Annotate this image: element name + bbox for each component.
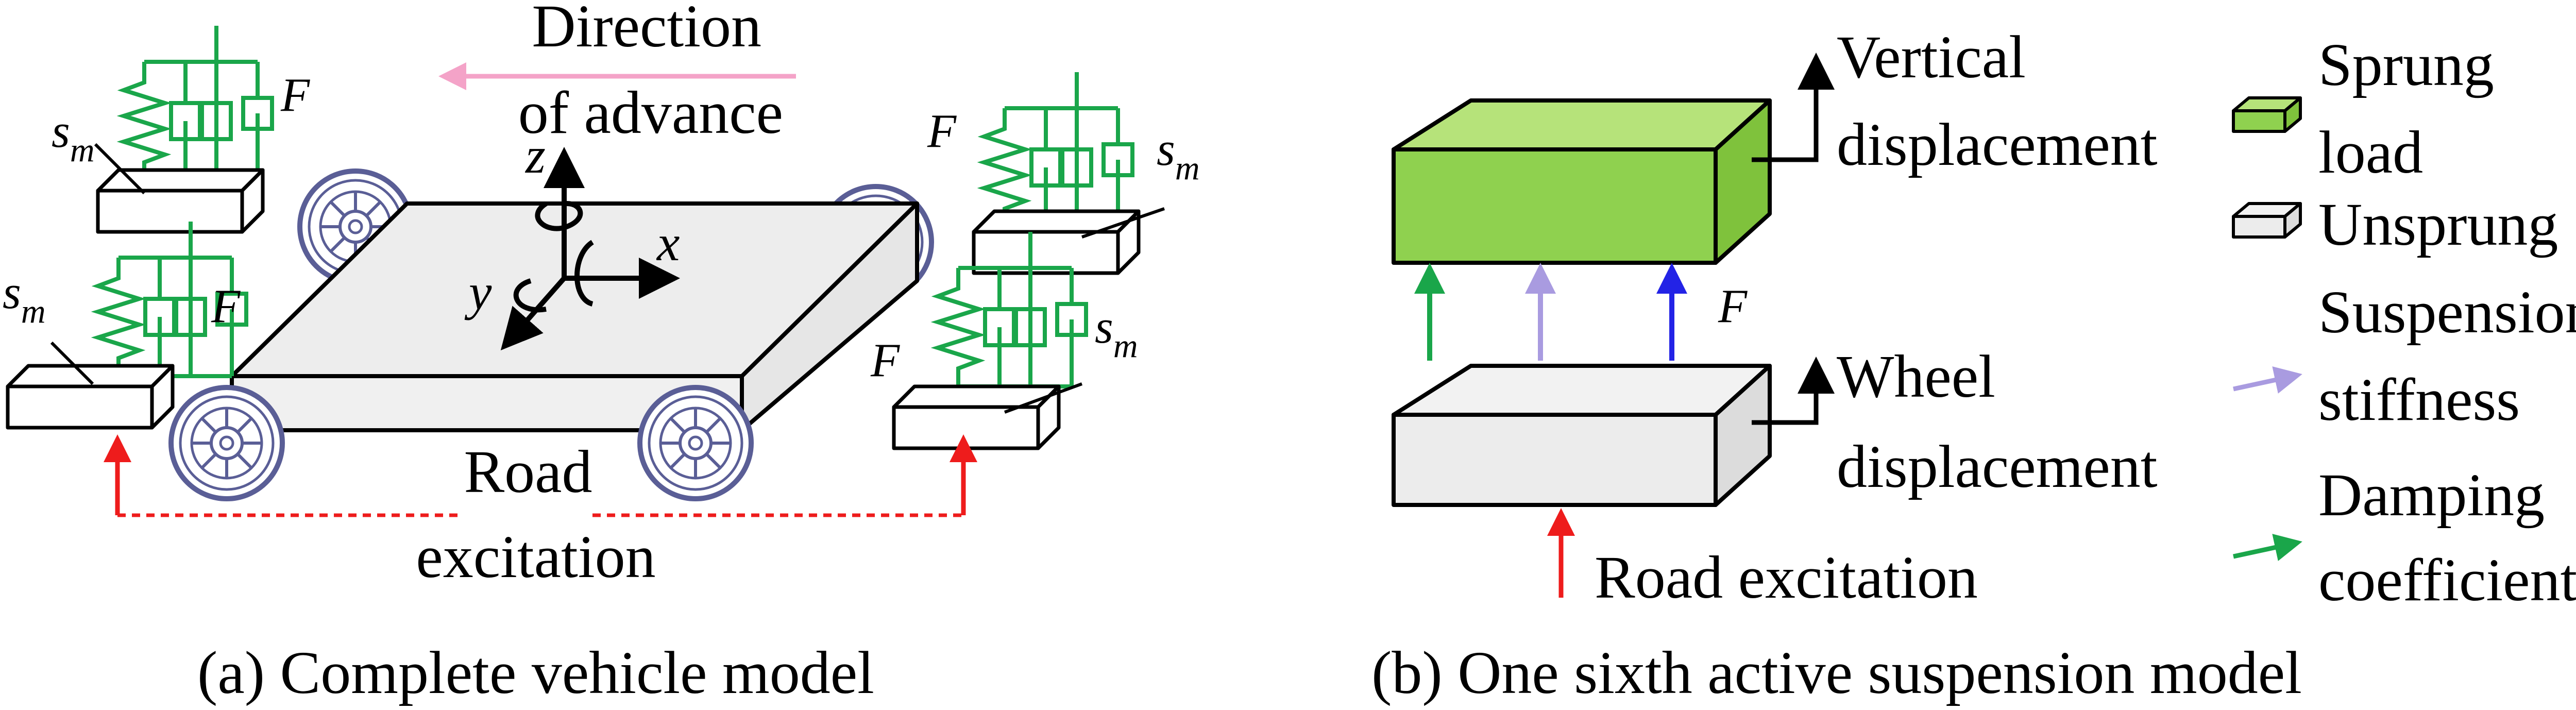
sprung-mass-box — [1392, 98, 1772, 265]
unsprung-mass-box — [98, 170, 263, 232]
road-excitation-label: Road excitation — [1595, 544, 1978, 611]
axis-y-label: y — [464, 263, 492, 320]
road-excitation — [104, 434, 977, 517]
sm-label: sm — [3, 266, 94, 385]
direction-label-line1: Direction — [532, 0, 761, 60]
wheel-label-line2: displacement — [1837, 433, 2158, 500]
road-label-line1: Road — [464, 438, 592, 505]
sm-label: sm — [52, 105, 146, 195]
wheel-label-line1: Wheel — [1837, 343, 1995, 410]
panel-b-one-sixth-model: F Vertical displacement Wheel displaceme… — [1371, 23, 2576, 706]
panel-a-complete-vehicle-model: z x y Direction of advance sm F sm F F s — [3, 0, 1199, 706]
legend-unsprung: Unsprung — [2318, 191, 2558, 258]
force-label: F — [870, 334, 900, 386]
svg-text:sm: sm — [1095, 300, 1138, 365]
road-label-line2: excitation — [416, 523, 655, 590]
legend-unsprung-swatch — [2232, 202, 2302, 239]
suspension-spring-damper-icon — [124, 26, 272, 180]
vertical-displacement-arrow — [1752, 53, 1835, 162]
legend-stiffness-line1: Suspension — [2318, 278, 2576, 346]
wheel-icon — [171, 387, 282, 499]
axis-z-label: z — [524, 127, 546, 184]
caption-a: (a) Complete vehicle model — [197, 639, 874, 706]
force-label: F — [927, 105, 957, 157]
wheel-displacement-arrow — [1752, 357, 1835, 425]
svg-text:sm: sm — [1157, 123, 1199, 187]
wheel-icon — [640, 387, 751, 499]
vertical-label-line2: displacement — [1837, 111, 2158, 178]
legend-damping-line1: Damping — [2318, 461, 2545, 529]
sm-label: sm — [1004, 300, 1138, 414]
axis-x-label: x — [656, 214, 680, 272]
unsprung-mass-box-b — [1392, 364, 1772, 507]
caption-b: (b) One sixth active suspension model — [1371, 639, 2302, 706]
vertical-label-line1: Vertical — [1837, 23, 2026, 91]
force-label: F — [211, 280, 241, 332]
force-label: F — [280, 69, 310, 121]
unsprung-mass-box — [974, 211, 1139, 273]
svg-text:sm: sm — [3, 266, 45, 330]
legend-stiffness-line2: stiffness — [2318, 366, 2520, 433]
suspension-spring-damper-icon — [984, 72, 1132, 227]
unsprung-mass-box — [8, 366, 173, 428]
legend-stiffness-arrow — [2233, 366, 2302, 394]
legend-sprung-line1: Sprung — [2318, 31, 2494, 98]
legend-damping-arrow — [2233, 534, 2302, 561]
unsprung-mass-box — [894, 386, 1059, 448]
sm-label: sm — [1081, 123, 1199, 239]
svg-text:sm: sm — [52, 105, 94, 169]
coordinate-axes — [500, 147, 680, 351]
legend-damping-line2: coefficient — [2318, 546, 2576, 614]
vehicle-body — [230, 201, 919, 432]
direction-label-line2: of advance — [518, 79, 783, 146]
legend: Sprung load Unsprung Suspension stiffnes… — [2232, 31, 2576, 614]
legend-sprung-line2: load — [2318, 119, 2423, 186]
force-label-b: F — [1718, 280, 1748, 332]
legend-sprung-swatch — [2232, 96, 2302, 133]
